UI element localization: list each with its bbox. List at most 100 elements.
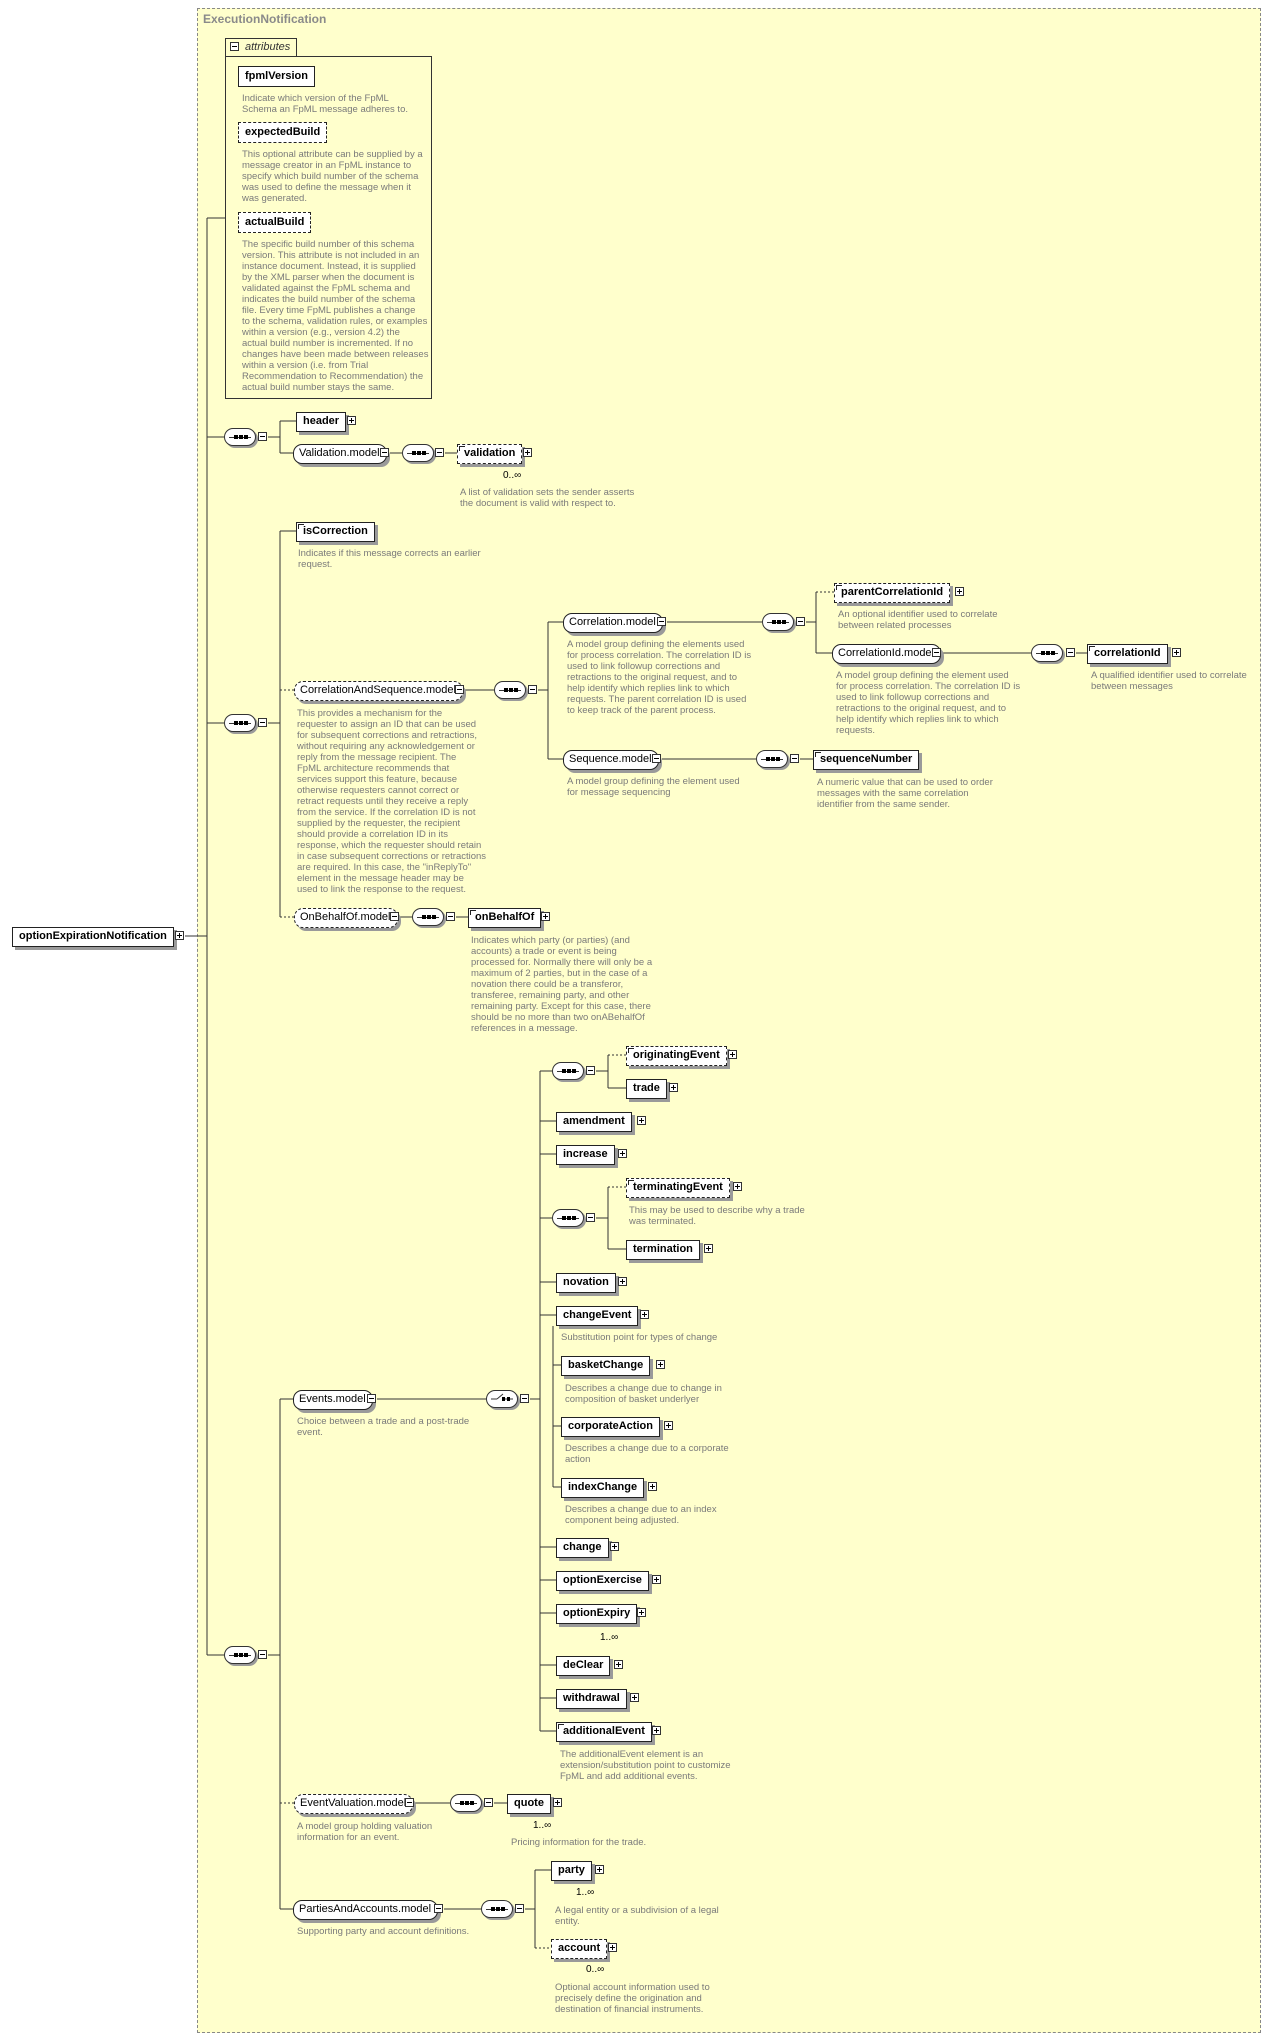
expand-icon[interactable] bbox=[1172, 648, 1181, 657]
expand-icon[interactable] bbox=[733, 1182, 742, 1191]
additionalevent-element[interactable]: additionalEvent bbox=[556, 1722, 652, 1742]
change-element[interactable]: change bbox=[556, 1538, 609, 1558]
declear-element[interactable]: deClear bbox=[556, 1656, 611, 1676]
collapse-icon[interactable] bbox=[515, 1904, 524, 1913]
collapse-icon[interactable] bbox=[435, 448, 444, 457]
root-expand-icon[interactable] bbox=[175, 931, 184, 940]
expand-icon[interactable] bbox=[648, 1482, 657, 1491]
expand-icon[interactable] bbox=[618, 1149, 627, 1158]
sequence-compositor[interactable] bbox=[494, 681, 526, 699]
originatingevent-element[interactable]: originatingEvent bbox=[626, 1046, 727, 1066]
indexchange-element[interactable]: indexChange bbox=[561, 1478, 645, 1498]
expand-icon[interactable] bbox=[955, 587, 964, 596]
amendment-element[interactable]: amendment bbox=[556, 1112, 632, 1132]
collapse-icon[interactable] bbox=[258, 718, 267, 727]
terminatingevent-element[interactable]: terminatingEvent bbox=[626, 1178, 730, 1198]
choice-compositor[interactable] bbox=[486, 1390, 518, 1408]
corporateaction-element[interactable]: corporateAction bbox=[561, 1417, 660, 1437]
expand-icon[interactable] bbox=[553, 1798, 562, 1807]
onbehalfof-model-group[interactable]: OnBehalfOf.model bbox=[294, 908, 398, 928]
sequence-compositor[interactable] bbox=[412, 908, 444, 926]
termination-element[interactable]: termination bbox=[626, 1240, 700, 1260]
expand-icon[interactable] bbox=[637, 1608, 646, 1617]
collapse-icon[interactable] bbox=[455, 685, 464, 694]
collapse-icon[interactable] bbox=[520, 1394, 529, 1403]
header-element[interactable]: header bbox=[296, 412, 347, 432]
attributes-tab[interactable]: attributes bbox=[225, 38, 297, 56]
expand-icon[interactable] bbox=[610, 1542, 619, 1551]
iscorrection-element[interactable]: isCorrection bbox=[296, 522, 375, 542]
sequence-compositor[interactable] bbox=[224, 1646, 256, 1664]
novation-element[interactable]: novation bbox=[556, 1273, 616, 1293]
sequence-compositor[interactable] bbox=[450, 1794, 482, 1812]
quote-element[interactable]: quote bbox=[507, 1794, 554, 1817]
correlation-model-group[interactable]: Correlation.model bbox=[563, 613, 663, 633]
expand-icon[interactable] bbox=[669, 1083, 678, 1092]
attribute-actualbuild[interactable]: actualBuild bbox=[238, 212, 312, 233]
sequence-compositor[interactable] bbox=[224, 428, 256, 446]
basketchange-element[interactable]: basketChange bbox=[561, 1356, 651, 1376]
expand-icon[interactable] bbox=[652, 1726, 661, 1735]
collapse-icon[interactable] bbox=[657, 617, 666, 626]
attribute-fpmlversion[interactable]: fpmlVersion bbox=[238, 66, 315, 87]
expand-icon[interactable] bbox=[704, 1244, 713, 1253]
eventvaluation-model-group[interactable]: EventValuation.model bbox=[294, 1794, 414, 1814]
collapse-icon[interactable] bbox=[367, 1394, 376, 1403]
collapse-icon[interactable] bbox=[932, 648, 941, 657]
collapse-icon[interactable] bbox=[405, 1798, 414, 1807]
optionexercise-element[interactable]: optionExercise bbox=[556, 1571, 649, 1591]
collapse-icon[interactable] bbox=[586, 1066, 595, 1075]
collapse-icon[interactable] bbox=[652, 754, 661, 763]
expand-icon[interactable] bbox=[640, 1310, 649, 1319]
correlationid-element[interactable]: correlationId bbox=[1087, 644, 1168, 664]
collapse-icon[interactable] bbox=[390, 912, 399, 921]
sequence-model-group[interactable]: Sequence.model bbox=[563, 750, 659, 770]
collapse-icon[interactable] bbox=[796, 617, 805, 626]
expand-icon[interactable] bbox=[728, 1050, 737, 1059]
collapse-icon[interactable] bbox=[230, 42, 239, 51]
expand-icon[interactable] bbox=[664, 1421, 673, 1430]
onbehalfof-element[interactable]: onBehalfOf bbox=[468, 908, 542, 928]
collapse-icon[interactable] bbox=[528, 685, 537, 694]
collapse-icon[interactable] bbox=[1066, 648, 1075, 657]
parentcorrelationid-element[interactable]: parentCorrelationId bbox=[834, 583, 951, 603]
sequence-compositor[interactable] bbox=[756, 750, 788, 768]
changeevent-element[interactable]: changeEvent bbox=[556, 1306, 639, 1326]
expand-icon[interactable] bbox=[614, 1660, 623, 1669]
sequence-compositor[interactable] bbox=[481, 1900, 513, 1918]
collapse-icon[interactable] bbox=[258, 1650, 267, 1659]
collapse-icon[interactable] bbox=[586, 1213, 595, 1222]
expand-icon[interactable] bbox=[608, 1943, 617, 1952]
expand-icon[interactable] bbox=[347, 416, 356, 425]
correlation-and-sequence-model[interactable]: CorrelationAndSequence.model bbox=[294, 681, 463, 701]
attribute-expectedbuild[interactable]: expectedBuild bbox=[238, 122, 328, 143]
sequence-compositor[interactable] bbox=[402, 444, 434, 462]
account-element[interactable]: account bbox=[551, 1939, 611, 1962]
collapse-icon[interactable] bbox=[790, 754, 799, 763]
expand-icon[interactable] bbox=[541, 912, 550, 921]
sequence-compositor[interactable] bbox=[552, 1209, 584, 1227]
expand-icon[interactable] bbox=[656, 1360, 665, 1369]
sequencenumber-element[interactable]: sequenceNumber bbox=[813, 750, 920, 770]
increase-element[interactable]: increase bbox=[556, 1145, 615, 1165]
validation-element[interactable]: validation bbox=[457, 444, 526, 467]
party-element[interactable]: party bbox=[551, 1861, 595, 1884]
collapse-icon[interactable] bbox=[446, 912, 455, 921]
partiesandaccounts-model-group[interactable]: PartiesAndAccounts.model bbox=[293, 1900, 439, 1920]
collapse-icon[interactable] bbox=[484, 1798, 493, 1807]
withdrawal-element[interactable]: withdrawal bbox=[556, 1689, 627, 1709]
events-model-group[interactable]: Events.model bbox=[293, 1390, 373, 1410]
optionexpiry-element[interactable]: optionExpiry bbox=[556, 1604, 641, 1627]
root-element[interactable]: optionExpirationNotification bbox=[12, 927, 174, 947]
expand-icon[interactable] bbox=[618, 1277, 627, 1286]
trade-element[interactable]: trade bbox=[626, 1079, 667, 1099]
sequence-compositor[interactable] bbox=[762, 613, 794, 631]
sequence-compositor[interactable] bbox=[1031, 644, 1063, 662]
sequence-compositor[interactable] bbox=[552, 1062, 584, 1080]
expand-icon[interactable] bbox=[637, 1116, 646, 1125]
expand-icon[interactable] bbox=[630, 1693, 639, 1702]
correlationid-model-group[interactable]: CorrelationId.model bbox=[832, 644, 941, 664]
collapse-icon[interactable] bbox=[434, 1904, 443, 1913]
collapse-icon[interactable] bbox=[380, 448, 389, 457]
collapse-icon[interactable] bbox=[258, 432, 267, 441]
